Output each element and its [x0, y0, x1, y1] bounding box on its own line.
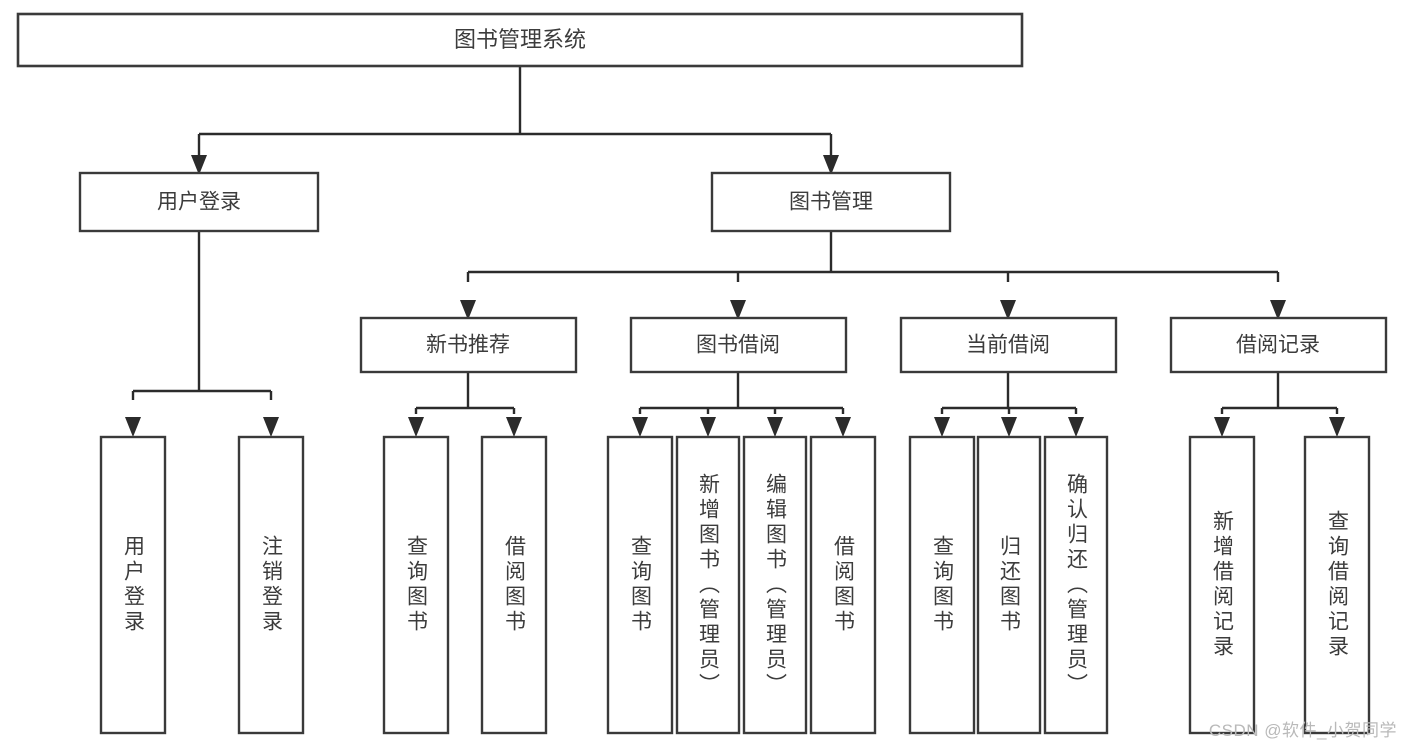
arrow-to-leaf-logout — [263, 417, 279, 437]
arrow-to-query-book-1 — [408, 417, 424, 437]
node-current-borrow[interactable]: 当前借阅 — [899, 316, 1118, 374]
connector-layer — [125, 66, 1345, 437]
leaf-box-borrow-book-1[interactable] — [480, 435, 548, 735]
leaf-box-return-book[interactable] — [976, 435, 1042, 735]
node-root-box[interactable] — [16, 12, 1024, 68]
arrow-to-borrow-book-1 — [506, 417, 522, 437]
arrow-to-query-book-2 — [632, 417, 648, 437]
leaf-box-borrow-book-2[interactable] — [809, 435, 877, 735]
leaf-box-query-record[interactable] — [1303, 435, 1371, 735]
node-borrow-record[interactable]: 借阅记录 — [1169, 316, 1388, 374]
leaf-box-confirm-return[interactable] — [1043, 435, 1109, 735]
node-book-borrow[interactable]: 图书借阅 — [629, 316, 848, 374]
node-new-book-rec[interactable]: 新书推荐 — [359, 316, 578, 374]
node-user-login[interactable]: 用户登录 — [78, 171, 320, 233]
node-book-manage-label: 图书管理 — [789, 191, 873, 214]
arrow-to-return-book — [1001, 417, 1017, 437]
leaf-box-edit-book[interactable] — [742, 435, 808, 735]
leaf-box-query-book-3[interactable] — [908, 435, 976, 735]
leaf-box-add-record[interactable] — [1188, 435, 1256, 735]
leaf-box-add-book[interactable] — [675, 435, 741, 735]
leaf-box-user-login[interactable] — [99, 435, 167, 735]
node-book-borrow-box[interactable] — [629, 316, 848, 374]
arrow-to-edit-book — [767, 417, 783, 437]
leaf-box-query-book-2[interactable] — [606, 435, 674, 735]
watermark-text: CSDN @软件_小贺同学 — [1208, 721, 1397, 740]
leaf-box-query-book-1[interactable] — [382, 435, 450, 735]
node-layer: 图书管理系统 用户登录 图书管理 新书推荐 图书借阅 当前借阅 借阅记录 — [16, 12, 1388, 735]
arrow-to-borrow-book-2 — [835, 417, 851, 437]
arrow-to-query-record — [1329, 417, 1345, 437]
node-user-login-label: 用户登录 — [157, 191, 241, 214]
node-root-label: 图书管理系统 — [454, 27, 586, 52]
node-borrow-record-box[interactable] — [1169, 316, 1388, 374]
node-current-borrow-box[interactable] — [899, 316, 1118, 374]
node-new-book-rec-label: 新书推荐 — [426, 334, 510, 357]
arrow-to-add-record — [1214, 417, 1230, 437]
node-book-borrow-label: 图书借阅 — [696, 334, 780, 357]
arrow-to-confirm-return — [1068, 417, 1084, 437]
leaf-box-logout[interactable] — [237, 435, 305, 735]
node-current-borrow-label: 当前借阅 — [966, 334, 1050, 357]
node-new-book-rec-box[interactable] — [359, 316, 578, 374]
node-user-login-box[interactable] — [78, 171, 320, 233]
node-root[interactable]: 图书管理系统 — [16, 12, 1024, 68]
node-book-manage[interactable]: 图书管理 — [710, 171, 952, 233]
arrow-to-query-book-3 — [934, 417, 950, 437]
arrow-to-leaf-user-login — [125, 417, 141, 437]
arrow-to-add-book — [700, 417, 716, 437]
node-borrow-record-label: 借阅记录 — [1236, 334, 1320, 357]
node-book-manage-box[interactable] — [710, 171, 952, 233]
